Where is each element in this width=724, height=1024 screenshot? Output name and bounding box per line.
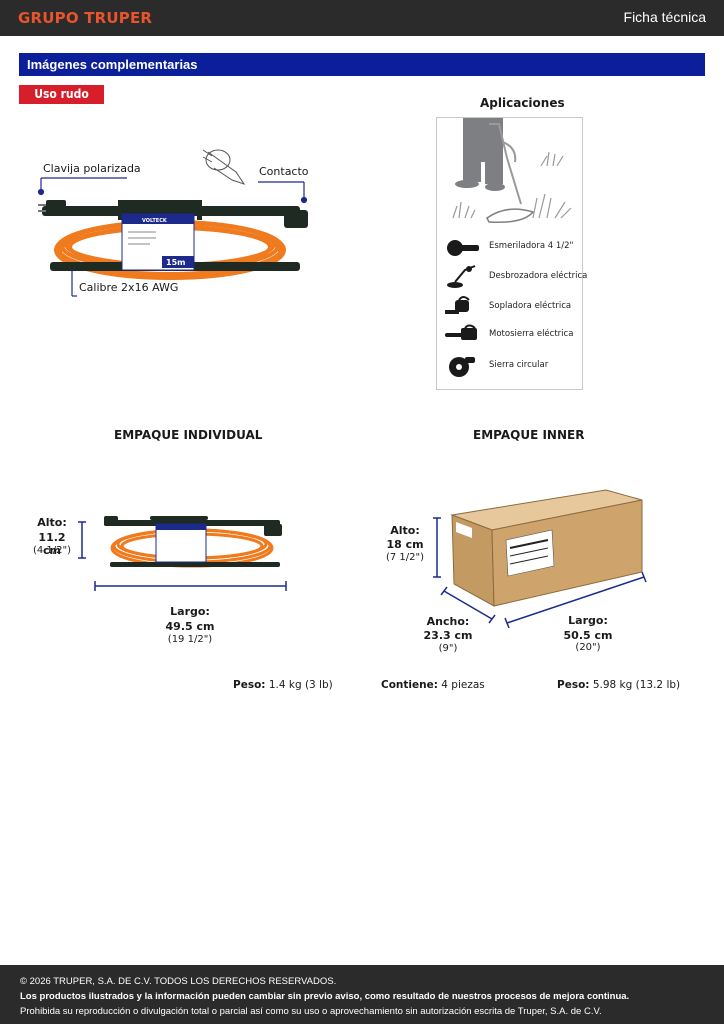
plug-end <box>46 200 66 216</box>
circular-saw-icon <box>449 357 475 377</box>
application-label: Sierra circular <box>489 360 549 370</box>
inner-contains-label: Contiene: <box>381 679 438 691</box>
plug-sketch-icon <box>202 149 246 185</box>
inner-length-label: Largo: <box>568 614 608 627</box>
extension-cord-illustration: VOLTECK 15m <box>37 149 308 297</box>
chainsaw-icon <box>445 324 477 340</box>
inner-contents: Contiene: 4 piezas <box>381 679 485 691</box>
product-label <box>121 213 195 271</box>
inner-height-label: Alto: <box>390 524 420 537</box>
page-footer: © 2026 TRUPER, S.A. DE C.V. TODOS LOS DE… <box>0 965 724 1024</box>
application-item: Sierra circular <box>445 355 580 377</box>
individual-height-in: (4 1/2") <box>32 545 72 556</box>
inner-contains-value: 4 piezas <box>441 679 485 691</box>
individual-weight-label: Peso: <box>233 679 266 691</box>
individual-package-title: EMPAQUE INDIVIDUAL <box>114 428 263 442</box>
inner-width-label: Ancho: <box>426 615 470 628</box>
inner-height-in: (7 1/2") <box>385 552 425 563</box>
brand-logo: GRUPO TRUPER <box>18 9 153 27</box>
inner-package-title: EMPAQUE INNER <box>473 428 585 442</box>
angle-grinder-icon <box>447 240 479 256</box>
individual-package-illustration <box>78 516 287 591</box>
application-label: Sopladora eléctrica <box>489 301 572 311</box>
inner-length-cm: 50.5 cm <box>563 629 613 642</box>
string-trimmer-icon <box>447 265 476 288</box>
inner-width-in: (9") <box>438 643 458 654</box>
trimmer-scene-illustration <box>452 118 572 224</box>
outlet-end <box>284 210 308 228</box>
individual-weight-value: 1.4 kg (3 lb) <box>268 679 333 691</box>
label-brand-text: VOLTECK <box>142 218 168 224</box>
application-item: Esmeriladora 4 1/2" <box>445 236 580 258</box>
application-label: Motosierra eléctrica <box>489 329 574 339</box>
outlet-callout: Contacto <box>259 165 309 178</box>
application-item: Desbrozadora eléctrica <box>445 265 587 288</box>
applications-panel: Esmeriladora 4 1/2" Desbrozadora eléctri… <box>436 117 587 390</box>
individual-length-cm: 49.5 cm <box>165 620 215 633</box>
inner-height-cm: 18 cm <box>386 538 424 551</box>
application-item: Motosierra eléctrica <box>445 324 580 346</box>
individual-length-in: (19 1/2") <box>167 634 213 645</box>
leaf-blower-icon <box>445 296 470 314</box>
inner-box-illustration <box>433 489 647 629</box>
application-item: Sopladora eléctrica <box>445 296 580 318</box>
inner-length-in: (20") <box>575 642 601 653</box>
application-label: Desbrozadora eléctrica <box>489 271 588 281</box>
top-header: GRUPO TRUPER Ficha técnica <box>0 0 724 36</box>
individual-height-cm: 11.2 cm <box>38 531 66 557</box>
footer-copyright: © 2026 TRUPER, S.A. DE C.V. TODOS LOS DE… <box>20 976 337 987</box>
label-length-text: 15m <box>166 258 185 267</box>
document-type: Ficha técnica <box>623 9 706 25</box>
inner-weight: Peso: 5.98 kg (13.2 lb) <box>557 679 680 691</box>
inner-width-cm: 23.3 cm <box>423 629 473 642</box>
application-label: Esmeriladora 4 1/2" <box>489 241 574 251</box>
inner-weight-value: 5.98 kg (13.2 lb) <box>592 679 681 691</box>
individual-weight: Peso: 1.4 kg (3 lb) <box>233 679 333 691</box>
individual-length-label: Largo: <box>170 605 210 618</box>
inner-weight-label: Peso: <box>557 679 590 691</box>
individual-height-label: Alto: <box>37 516 67 529</box>
plug-callout: Clavija polarizada <box>43 162 141 175</box>
usage-badge: Uso rudo <box>19 85 104 104</box>
section-title: Imágenes complementarias <box>19 53 705 76</box>
footer-prohibition: Prohibida su reproducción o divulgación … <box>20 1006 602 1017</box>
applications-title: Aplicaciones <box>480 96 565 110</box>
footer-notice: Los productos ilustrados y la informació… <box>20 991 630 1002</box>
gauge-callout: Calibre 2x16 AWG <box>79 281 179 294</box>
